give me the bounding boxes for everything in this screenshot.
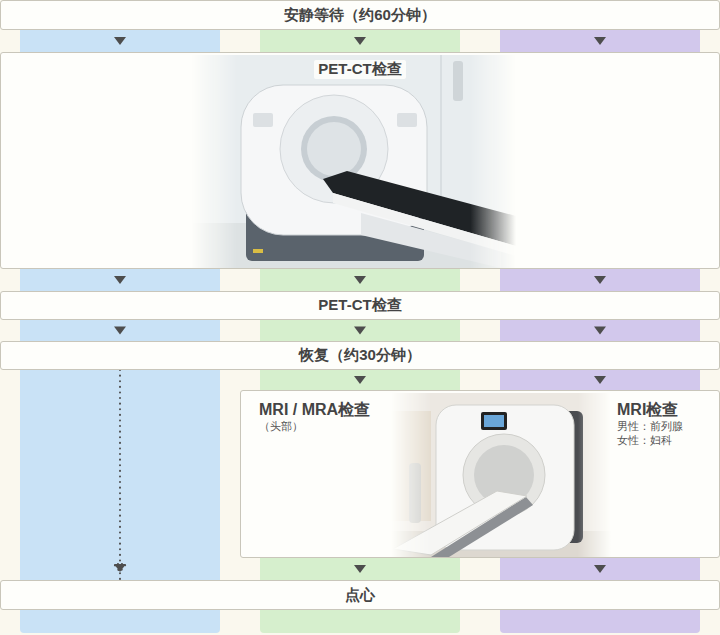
exam-note: 男性：前列腺 — [617, 420, 683, 434]
gantry-panel — [253, 113, 273, 127]
step-bar: PET-CT检查 — [0, 291, 720, 320]
exam-note: （头部） — [259, 420, 370, 434]
exam-panel: PET-CT检查 — [0, 52, 720, 269]
flow-arrow — [114, 269, 126, 291]
gantry-label — [253, 249, 263, 253]
step-bar: 点心 — [0, 580, 720, 610]
gantry-panel — [397, 113, 417, 127]
flow-arrow — [594, 30, 606, 52]
exam-note: 女性：妇科 — [617, 434, 683, 448]
step-label: MRI / MRA检查 — [259, 400, 370, 420]
mri-scene — [391, 393, 611, 557]
wall — [391, 393, 611, 557]
flow-arrow — [594, 558, 606, 580]
flow-arrow — [354, 269, 366, 291]
flow-arrow — [114, 320, 126, 341]
flow-arrow — [354, 558, 366, 580]
exam-panel: MRI / MRA检查（头部） MRI检查男性：前列腺女性：妇科 — [240, 390, 720, 558]
flow-arrow — [354, 370, 366, 390]
flow-arrow — [354, 320, 366, 341]
pet-ct-photo — [1, 53, 720, 270]
step-label: PET-CT检查 — [318, 296, 401, 315]
pet-ct-scene — [191, 55, 516, 268]
step-label: MRI检查 — [617, 400, 683, 420]
text-group: MRI / MRA检查（头部） — [259, 400, 370, 434]
table-rail — [333, 193, 516, 256]
table-top — [323, 171, 516, 246]
step-label: 安静等待（约60分钟） — [284, 6, 436, 25]
gantry-bore-inner — [307, 122, 361, 176]
flow-arrow — [114, 370, 126, 580]
table-top — [393, 491, 527, 555]
gantry-bore — [301, 116, 367, 182]
text-group: MRI检查男性：前列腺女性：妇科 — [617, 400, 683, 448]
step-bar: 恢复（约30分钟） — [0, 341, 720, 370]
flow-arrow — [354, 30, 366, 52]
flow-arrow — [594, 269, 606, 291]
flow-arrow — [114, 30, 126, 52]
step-label: 恢复（约30分钟） — [299, 346, 421, 365]
step-label: PET-CT检查 — [314, 60, 405, 79]
screen — [481, 412, 507, 430]
wall — [191, 55, 516, 268]
ceiling-arm — [453, 61, 463, 101]
flow-arrow — [594, 320, 606, 341]
screen-display — [484, 415, 504, 427]
step-bar: 安静等待（约60分钟） — [0, 0, 720, 30]
step-label: 点心 — [345, 586, 375, 605]
coil-stand — [409, 463, 421, 523]
flow-arrow — [594, 370, 606, 390]
